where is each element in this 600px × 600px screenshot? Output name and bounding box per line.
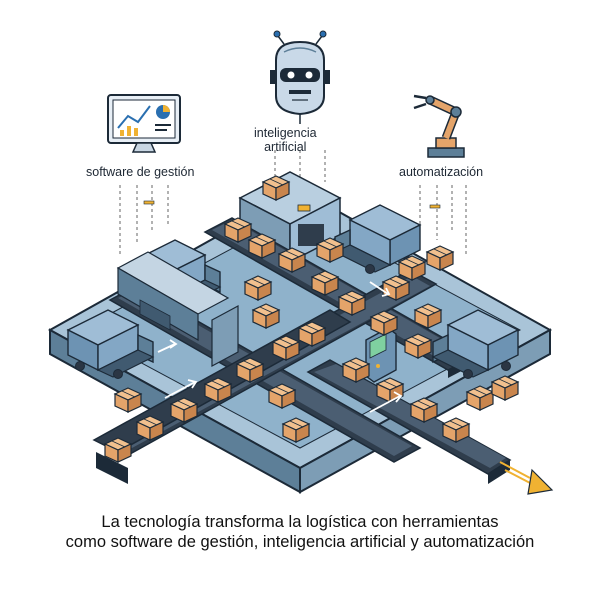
ai-label-line1: inteligencia: [254, 126, 317, 140]
exit-arrow-icon: [499, 461, 554, 495]
monitor-chart-icon: [107, 94, 181, 153]
ai-label: inteligencia artificial: [254, 126, 317, 154]
automation-label: automatización: [399, 165, 484, 179]
ai-label-line2: artificial: [264, 140, 307, 154]
software-label: software de gestión: [86, 165, 195, 179]
robot-head-icon: [270, 30, 330, 124]
storage-shelf: [116, 251, 239, 368]
caption-line1: La tecnología transforma la logística co…: [101, 513, 499, 531]
flow-arrows: [157, 281, 403, 413]
caption: La tecnología transforma la logística co…: [0, 512, 600, 552]
robotic-arm-icon: [413, 94, 465, 158]
caption-line2: como software de gestión, inteligencia a…: [65, 533, 535, 551]
